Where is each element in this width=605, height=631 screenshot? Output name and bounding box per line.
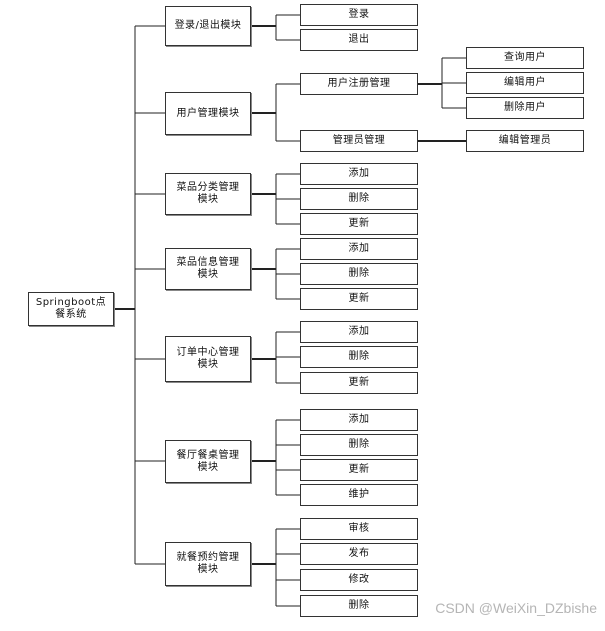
leaf-dish-info-update: 更新 bbox=[300, 288, 418, 310]
leaf-edit-user: 编辑用户 bbox=[466, 72, 584, 94]
module-dining-reservation: 就餐预约管理 模块 bbox=[165, 542, 251, 586]
module-dish-category: 菜品分类管理 模块 bbox=[165, 173, 251, 215]
leaf-reservation-publish: 发布 bbox=[300, 543, 418, 565]
module-user-management: 用户管理模块 bbox=[165, 92, 251, 135]
root-node: Springboot点 餐系统 bbox=[28, 292, 114, 326]
leaf-login: 登录 bbox=[300, 4, 418, 26]
module-order-center: 订单中心管理 模块 bbox=[165, 336, 251, 382]
leaf-order-add: 添加 bbox=[300, 321, 418, 343]
leaf-reservation-review: 审核 bbox=[300, 518, 418, 540]
module-dish-info: 菜品信息管理 模块 bbox=[165, 248, 251, 290]
leaf-table-delete: 删除 bbox=[300, 434, 418, 456]
csdn-watermark: CSDN @WeiXin_DZbishe bbox=[435, 600, 597, 616]
node-user-registration: 用户注册管理 bbox=[300, 73, 418, 95]
leaf-table-update: 更新 bbox=[300, 459, 418, 481]
leaf-order-update: 更新 bbox=[300, 372, 418, 394]
leaf-dish-category-update: 更新 bbox=[300, 213, 418, 235]
leaf-dish-category-add: 添加 bbox=[300, 163, 418, 185]
leaf-order-delete: 删除 bbox=[300, 346, 418, 368]
leaf-dish-info-add: 添加 bbox=[300, 238, 418, 260]
leaf-delete-user: 删除用户 bbox=[466, 97, 584, 119]
leaf-dish-category-delete: 删除 bbox=[300, 188, 418, 210]
leaf-edit-admin: 编辑管理员 bbox=[466, 130, 584, 152]
leaf-dish-info-delete: 删除 bbox=[300, 263, 418, 285]
leaf-reservation-modify: 修改 bbox=[300, 569, 418, 591]
node-admin-management: 管理员管理 bbox=[300, 130, 418, 152]
leaf-reservation-delete: 删除 bbox=[300, 595, 418, 617]
leaf-logout: 退出 bbox=[300, 29, 418, 51]
leaf-table-add: 添加 bbox=[300, 409, 418, 431]
leaf-table-maintain: 维护 bbox=[300, 484, 418, 506]
module-restaurant-table: 餐厅餐桌管理 模块 bbox=[165, 440, 251, 483]
module-login-logout: 登录/退出模块 bbox=[165, 6, 251, 46]
leaf-query-user: 查询用户 bbox=[466, 47, 584, 69]
